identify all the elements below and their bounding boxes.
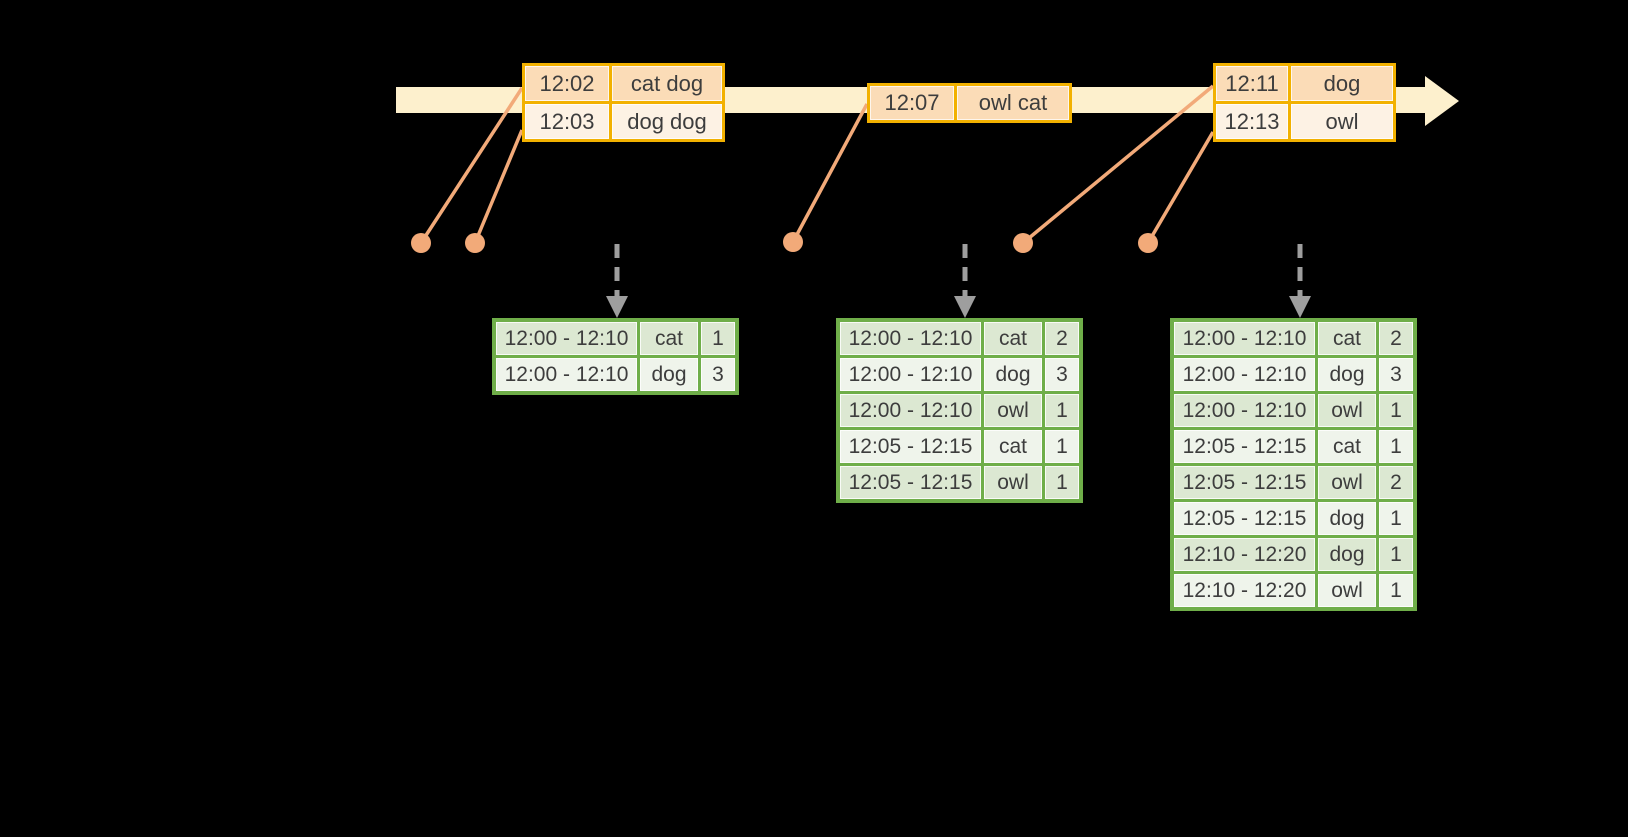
window-cell: 12:00 - 12:10 bbox=[496, 322, 637, 355]
count-cell: 1 bbox=[1045, 430, 1079, 463]
word-cell: dog bbox=[1318, 538, 1376, 571]
word-cell: owl bbox=[1318, 394, 1376, 427]
word-cell: cat bbox=[984, 322, 1042, 355]
window-cell: 12:05 - 12:15 bbox=[840, 466, 981, 499]
trigger-arrow bbox=[606, 244, 628, 318]
event-words: cat dog bbox=[612, 66, 722, 101]
result-table-2: 12:00 - 12:10 cat 2 12:00 - 12:10 dog 3 … bbox=[836, 318, 1083, 503]
window-cell: 12:10 - 12:20 bbox=[1174, 538, 1315, 571]
window-cell: 12:00 - 12:10 bbox=[1174, 358, 1315, 391]
word-cell: cat bbox=[984, 430, 1042, 463]
count-cell: 1 bbox=[701, 322, 735, 355]
word-cell: owl bbox=[1318, 574, 1376, 607]
event-connector-line bbox=[791, 103, 869, 243]
word-cell: owl bbox=[1318, 466, 1376, 499]
event-connector-line bbox=[473, 129, 524, 244]
event-words: owl bbox=[1291, 104, 1393, 139]
count-cell: 3 bbox=[1379, 358, 1413, 391]
word-cell: dog bbox=[1318, 358, 1376, 391]
window-cell: 12:00 - 12:10 bbox=[1174, 322, 1315, 355]
word-cell: cat bbox=[1318, 430, 1376, 463]
event-connector-line bbox=[1146, 131, 1215, 244]
event-connector-line bbox=[1021, 84, 1215, 245]
trigger-arrow bbox=[1289, 244, 1311, 318]
result-table-1: 12:00 - 12:10 cat 1 12:00 - 12:10 dog 3 bbox=[492, 318, 739, 395]
trigger-arrow bbox=[954, 244, 976, 318]
result-table-3: 12:00 - 12:10 cat 2 12:00 - 12:10 dog 3 … bbox=[1170, 318, 1417, 611]
event-dot bbox=[1013, 233, 1033, 253]
event-time: 12:11 bbox=[1216, 66, 1288, 101]
window-cell: 12:00 - 12:10 bbox=[496, 358, 637, 391]
event-dot bbox=[465, 233, 485, 253]
event-table-3: 12:11 dog 12:13 owl bbox=[1213, 63, 1396, 142]
word-cell: owl bbox=[984, 394, 1042, 427]
event-time: 12:02 bbox=[525, 66, 609, 101]
window-cell: 12:00 - 12:10 bbox=[840, 358, 981, 391]
event-table-2: 12:07 owl cat bbox=[867, 83, 1072, 123]
timeline-arrowhead-icon bbox=[1425, 76, 1459, 126]
event-dot bbox=[411, 233, 431, 253]
event-time: 12:13 bbox=[1216, 104, 1288, 139]
window-cell: 12:00 - 12:10 bbox=[840, 394, 981, 427]
trigger-arrow-head-icon bbox=[1289, 296, 1311, 318]
word-cell: cat bbox=[1318, 322, 1376, 355]
event-dot bbox=[783, 232, 803, 252]
event-words: dog bbox=[1291, 66, 1393, 101]
event-dot bbox=[1138, 233, 1158, 253]
count-cell: 1 bbox=[1379, 430, 1413, 463]
count-cell: 1 bbox=[1379, 574, 1413, 607]
event-table-1: 12:02 cat dog 12:03 dog dog bbox=[522, 63, 725, 142]
count-cell: 1 bbox=[1379, 502, 1413, 535]
count-cell: 3 bbox=[1045, 358, 1079, 391]
count-cell: 2 bbox=[1045, 322, 1079, 355]
count-cell: 2 bbox=[1379, 466, 1413, 499]
word-cell: dog bbox=[640, 358, 698, 391]
count-cell: 1 bbox=[1379, 538, 1413, 571]
window-cell: 12:05 - 12:15 bbox=[1174, 430, 1315, 463]
count-cell: 3 bbox=[701, 358, 735, 391]
word-cell: owl bbox=[984, 466, 1042, 499]
word-cell: dog bbox=[984, 358, 1042, 391]
count-cell: 1 bbox=[1045, 394, 1079, 427]
window-cell: 12:05 - 12:15 bbox=[840, 430, 981, 463]
event-connectors bbox=[419, 84, 1215, 245]
event-dots bbox=[411, 232, 1158, 253]
count-cell: 1 bbox=[1045, 466, 1079, 499]
window-cell: 12:05 - 12:15 bbox=[1174, 502, 1315, 535]
event-words: owl cat bbox=[957, 86, 1069, 120]
trigger-arrow-head-icon bbox=[606, 296, 628, 318]
word-cell: dog bbox=[1318, 502, 1376, 535]
window-cell: 12:00 - 12:10 bbox=[1174, 394, 1315, 427]
event-time: 12:03 bbox=[525, 104, 609, 139]
window-cell: 12:05 - 12:15 bbox=[1174, 466, 1315, 499]
window-cell: 12:00 - 12:10 bbox=[840, 322, 981, 355]
event-connector-line bbox=[419, 87, 524, 244]
event-time: 12:07 bbox=[870, 86, 954, 120]
count-cell: 2 bbox=[1379, 322, 1413, 355]
word-cell: cat bbox=[640, 322, 698, 355]
event-words: dog dog bbox=[612, 104, 722, 139]
count-cell: 1 bbox=[1379, 394, 1413, 427]
window-cell: 12:10 - 12:20 bbox=[1174, 574, 1315, 607]
trigger-arrow-head-icon bbox=[954, 296, 976, 318]
